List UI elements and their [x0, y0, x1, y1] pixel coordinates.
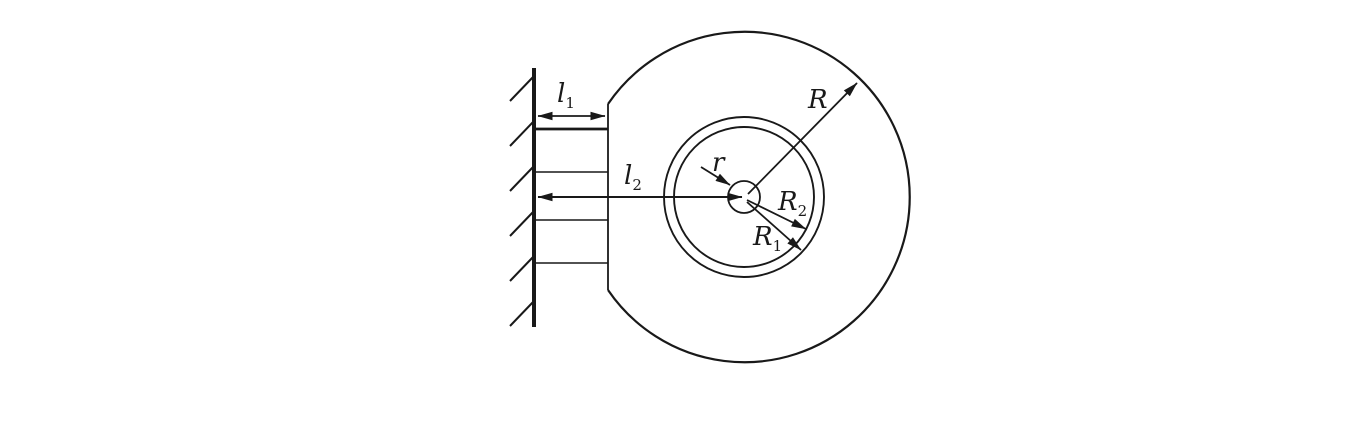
wall [509, 68, 536, 327]
radius-arrow-R2 [746, 199, 807, 230]
label-r: r [712, 148, 725, 178]
label-l1: l1 [557, 79, 575, 112]
label-R2: R2 [778, 187, 808, 220]
label-l2: l2 [624, 161, 642, 194]
radius-arrow-R1 [746, 201, 802, 251]
wall-hatching [509, 75, 535, 327]
disk-outline [607, 30, 911, 364]
label-R: R [808, 85, 828, 115]
label-R1: R1 [753, 222, 783, 255]
radius-arrow-R [747, 82, 858, 195]
radius-arrow-r [700, 166, 731, 186]
